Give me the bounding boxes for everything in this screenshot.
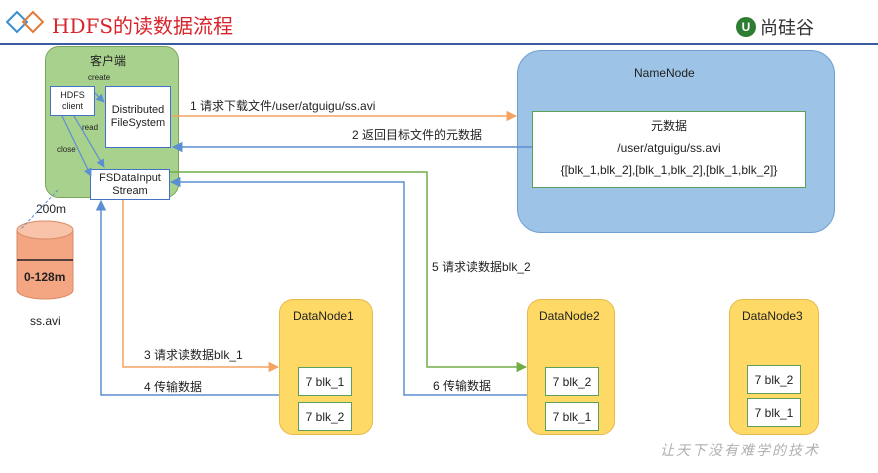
distributed-filesystem-box: Distributed FileSystem [105, 86, 171, 148]
create-label: create [88, 73, 111, 82]
datanode2-block: 7 blk_2 [545, 367, 599, 396]
datanode3-block: 7 blk_2 [747, 365, 801, 394]
create-arrow [94, 92, 105, 103]
brand-logo: U 尚硅谷 [736, 14, 814, 40]
datanode3-block: 7 blk_1 [747, 398, 801, 427]
close-label: close [57, 145, 76, 154]
read-arrow [73, 115, 105, 168]
file-link-line [19, 189, 59, 231]
step3-arrow [122, 200, 280, 373]
distributed-filesystem-label: Distributed FileSystem [110, 104, 166, 129]
step4-label: 4 传输数据 [144, 380, 203, 394]
file-segment-label: 0-128m [24, 270, 66, 284]
brand-icon: U [736, 17, 756, 37]
step1-label: 1 请求下载文件/user/atguigu/ss.avi [190, 99, 376, 113]
datanode2-title: DataNode2 [539, 309, 600, 323]
metadata-title: 元数据 [650, 119, 687, 133]
step6-arrow [169, 176, 527, 396]
step5-label: 5 请求读数据blk_2 [432, 260, 531, 274]
metadata-path: /user/atguigu/ss.avi [617, 141, 721, 155]
step5-arrow [170, 171, 528, 373]
datanode1-title: DataNode1 [293, 309, 354, 323]
hdfs-client-label: HDFS client [60, 90, 85, 111]
client-title: 客户端 [90, 54, 127, 68]
datanode1-block: 7 blk_2 [298, 402, 352, 431]
step3-label: 3 请求读数据blk_1 [144, 348, 243, 362]
file-cylinder [16, 220, 74, 300]
logo-diamonds-icon [6, 10, 45, 34]
fsdatainputstream-label: FSDataInputStream [99, 171, 161, 197]
step2-label: 2 返回目标文件的元数据 [352, 128, 483, 142]
page-title: HDFS的读数据流程 [52, 14, 234, 38]
metadata-box: 元数据 /user/atguigu/ss.avi {[blk_1,blk_2],… [532, 111, 806, 188]
header-divider [0, 43, 878, 45]
footer-slogan: 让天下没有难学的技术 [660, 443, 820, 459]
read-label: read [82, 123, 99, 132]
datanode2-block: 7 blk_1 [545, 402, 599, 431]
datanode1-block: 7 blk_1 [298, 367, 352, 396]
metadata-blocks: {[blk_1,blk_2],[blk_1,blk_2],[blk_1,blk_… [560, 163, 778, 177]
file-name-label: ss.avi [30, 314, 61, 328]
fsdatainputstream-box: FSDataInputStream [90, 169, 170, 200]
datanode3-title: DataNode3 [742, 309, 803, 323]
close-arrow [61, 115, 92, 177]
step4-arrow [95, 199, 279, 396]
hdfs-client-box: HDFS client [50, 86, 95, 116]
step6-label: 6 传输数据 [433, 379, 492, 393]
brand-name: 尚硅谷 [760, 18, 814, 38]
namenode-title: NameNode [634, 66, 695, 80]
